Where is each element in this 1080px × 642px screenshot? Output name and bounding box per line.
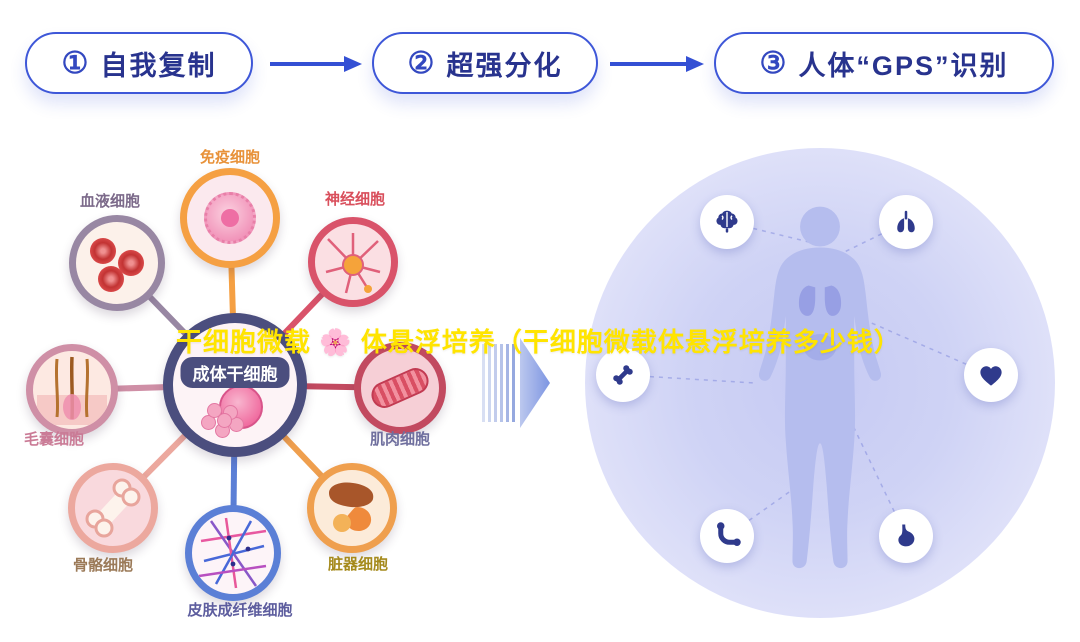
- cell-label-hair: 毛囊细胞: [23, 431, 84, 448]
- cell-hair-follicle: [26, 344, 118, 436]
- step-number-1: ①: [61, 46, 89, 80]
- cell-immune: [180, 168, 280, 268]
- mini-cell-graphic: [217, 413, 232, 428]
- center-cell-label: 成体干细胞: [180, 357, 290, 388]
- cell-label-organ: 脏器细胞: [327, 556, 388, 573]
- hair-follicle-graphic: [37, 356, 107, 425]
- red-blood-cell-graphic: [98, 266, 124, 292]
- muscle-fiber-graphic: [367, 363, 433, 413]
- fibroblast-graphic: [198, 517, 267, 589]
- cell-label-skin: 皮肤成纤维细胞: [187, 602, 293, 619]
- brain-icon: [716, 210, 738, 233]
- joint-icon-badge: [700, 509, 754, 563]
- cell-organ: [307, 463, 397, 553]
- right-arrow-icon: [270, 56, 362, 72]
- heart-icon: [980, 366, 1002, 386]
- stomach-icon: [898, 524, 915, 547]
- joint-icon: [717, 522, 741, 546]
- brain-icon-badge: [700, 195, 754, 249]
- bone-icon: [613, 365, 633, 385]
- step-badge-3: ③ 人体“GPS”识别: [714, 32, 1054, 94]
- bone-icon-badge: [596, 348, 650, 402]
- cell-center-stem: 成体干细胞: [163, 313, 307, 457]
- stomach-icon-badge: [879, 509, 933, 563]
- cell-skin-fibroblast: [185, 505, 281, 601]
- step-label-2: 超强分化: [446, 50, 563, 81]
- flow-arrow-icon: [482, 338, 550, 428]
- body-panel: [585, 148, 1055, 618]
- step-number-2: ②: [407, 46, 435, 80]
- step-badge-2: ② 超强分化: [372, 32, 598, 94]
- cell-blood: [69, 215, 165, 311]
- step-number-3: ③: [759, 46, 787, 80]
- red-blood-cell-graphic: [90, 238, 116, 264]
- stem-cell-diagram: 成体干细胞 免疫细胞 血液细胞 神经细胞 毛囊细胞 肌肉细胞 骨骼细胞 脏器细胞…: [0, 130, 480, 642]
- cell-label-bone: 骨骼细胞: [72, 557, 133, 574]
- lungs-icon: [897, 210, 915, 233]
- organs-graphic: [329, 482, 374, 532]
- page-title-overlay: 干细胞微载 🌸 体悬浮培养（干细胞微载体悬浮培养多少钱）: [176, 327, 901, 357]
- step-badge-1: ① 自我复制: [25, 32, 253, 94]
- lungs-icon-badge: [879, 195, 933, 249]
- cell-label-nerve: 神经细胞: [324, 191, 385, 208]
- human-silhouette: [758, 206, 882, 569]
- immune-cell-graphic: [204, 192, 256, 244]
- right-arrow-icon: [610, 56, 704, 72]
- cell-label-muscle: 肌肉细胞: [369, 431, 430, 448]
- cell-label-blood: 血液细胞: [79, 193, 140, 210]
- step-label-3: 人体“GPS”识别: [798, 50, 1009, 81]
- step-label-1: 自我复制: [100, 50, 217, 81]
- cell-muscle: [354, 342, 446, 434]
- cell-label-immune: 免疫细胞: [199, 149, 260, 166]
- cell-nerve: [308, 217, 398, 307]
- heart-icon-badge: [964, 348, 1018, 402]
- bone-graphic: [85, 478, 141, 538]
- cell-bone: [68, 463, 158, 553]
- neuron-graphic: [325, 233, 381, 294]
